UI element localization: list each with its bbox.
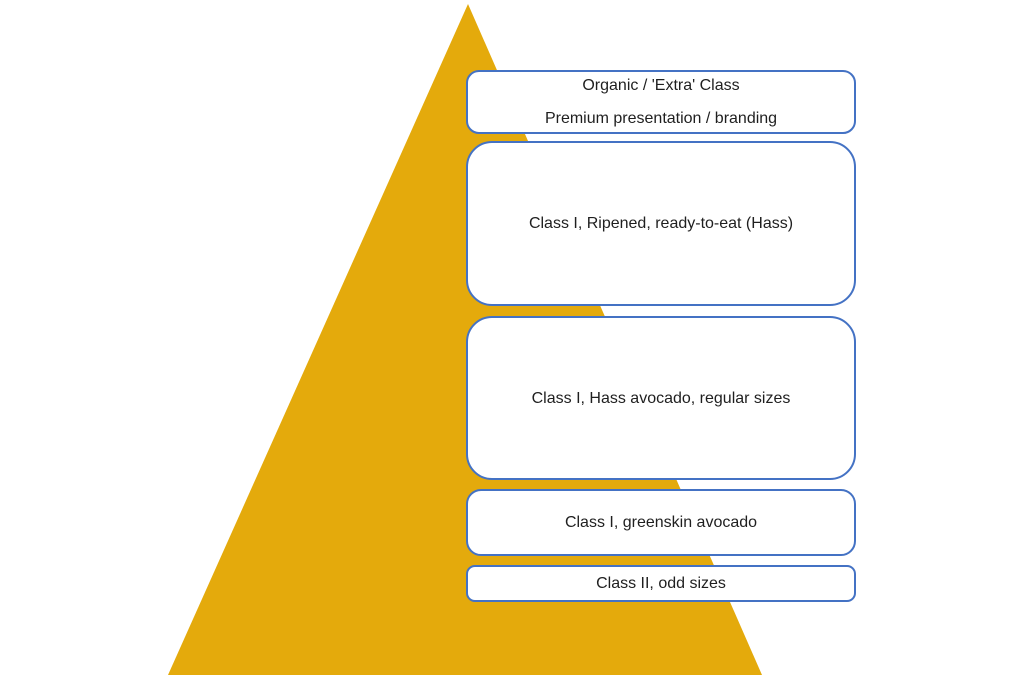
level-text: Class I, Ripened, ready-to-eat (Hass) bbox=[528, 215, 794, 232]
level-box-class1-ripened-ready-to-eat: Class I, Ripened, ready-to-eat (Hass) bbox=[466, 141, 856, 306]
level-text: Premium presentation / branding bbox=[544, 110, 778, 127]
level-text: Class I, greenskin avocado bbox=[564, 513, 758, 531]
level-box-class1-greenskin: Class I, greenskin avocado bbox=[466, 489, 856, 556]
level-text: Class II, odd sizes bbox=[596, 574, 726, 592]
level-text: Class I, Hass avocado, regular sizes bbox=[531, 389, 791, 407]
level-box-class1-hass-regular-sizes: Class I, Hass avocado, regular sizes bbox=[466, 316, 856, 480]
level-text: Organic / 'Extra' Class bbox=[582, 77, 740, 94]
level-box-class2-odd-sizes: Class II, odd sizes bbox=[466, 565, 856, 602]
level-box-organic-extra-class: Organic / 'Extra' Class Premium presenta… bbox=[466, 70, 856, 134]
